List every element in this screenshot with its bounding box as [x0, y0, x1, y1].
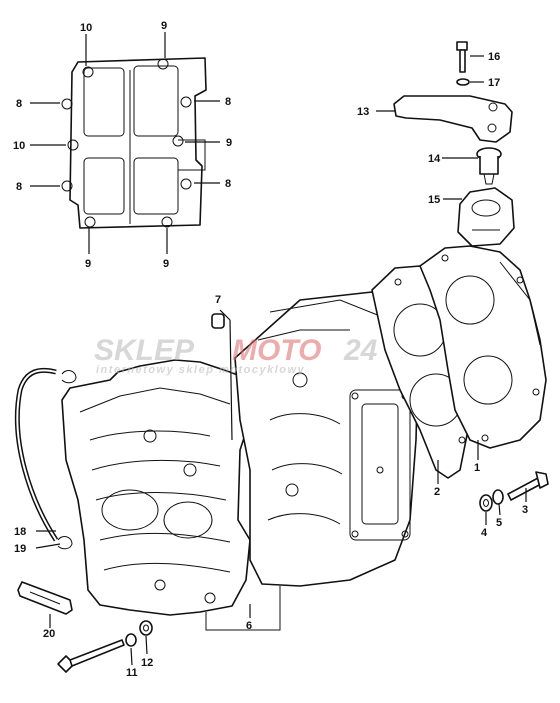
callout-5: 5 [496, 517, 502, 529]
bolt-16 [456, 41, 468, 73]
hose [14, 367, 59, 542]
callout-17: 17 [488, 77, 500, 89]
callout-18: 18 [14, 526, 26, 538]
callout-9-bottom-left: 9 [85, 258, 91, 270]
callout-8-lower-right: 8 [225, 178, 231, 190]
washer-5 [492, 489, 504, 505]
cylinder-gasket-detail [61, 57, 207, 229]
callout-2: 2 [434, 486, 440, 498]
callout-labels: 10 9 8 8 10 9 8 8 9 9 16 17 13 14 15 7 1… [13, 20, 528, 679]
cylinder-head [419, 245, 547, 449]
callout-7: 7 [215, 294, 221, 306]
bracket [393, 95, 513, 143]
callout-9-top: 9 [161, 20, 167, 32]
callout-1: 1 [474, 462, 480, 474]
callout-20: 20 [43, 628, 55, 640]
thermostat [476, 147, 502, 185]
bolt-3 [507, 471, 549, 501]
callout-15: 15 [428, 194, 440, 206]
watermark-brand-part2: MOTO [232, 334, 321, 367]
thermostat-cover [457, 187, 515, 247]
watermark-tagline: internetowy sklep motocyklowy [96, 364, 305, 376]
callout-13: 13 [357, 106, 369, 118]
callout-14: 14 [428, 153, 441, 165]
strap [17, 581, 73, 615]
watermark-brand-part3: 24 [343, 334, 378, 367]
callout-10-top: 10 [80, 22, 92, 34]
crankcase-body [61, 359, 251, 616]
leader-lines [30, 32, 527, 666]
watermark-brand-part1: SKLEP [94, 334, 195, 367]
cylinder-block [205, 291, 419, 631]
callout-9-bottom-right: 9 [163, 258, 169, 270]
washer-17 [456, 78, 470, 86]
callout-10-mid: 10 [13, 140, 25, 152]
washer-4 [479, 494, 493, 512]
washer-11 [125, 633, 137, 647]
callout-16: 16 [488, 51, 500, 63]
callout-8-upper-right: 8 [225, 96, 231, 108]
watermark: SKLEP MOTO 24 internetowy sklep motocykl… [94, 334, 378, 376]
callout-3: 3 [522, 504, 528, 516]
callout-19: 19 [14, 543, 26, 555]
callout-8-upper-left: 8 [16, 98, 22, 110]
callout-11: 11 [126, 667, 138, 679]
dowel-pin [211, 313, 225, 329]
hose-clip [57, 370, 77, 550]
callout-4: 4 [481, 527, 488, 539]
callout-9-mid: 9 [226, 137, 232, 149]
long-bolt [57, 639, 125, 673]
callout-8-lower-left: 8 [16, 181, 22, 193]
callout-6: 6 [246, 620, 252, 632]
washer-12 [139, 620, 153, 636]
callout-12: 12 [141, 657, 153, 669]
